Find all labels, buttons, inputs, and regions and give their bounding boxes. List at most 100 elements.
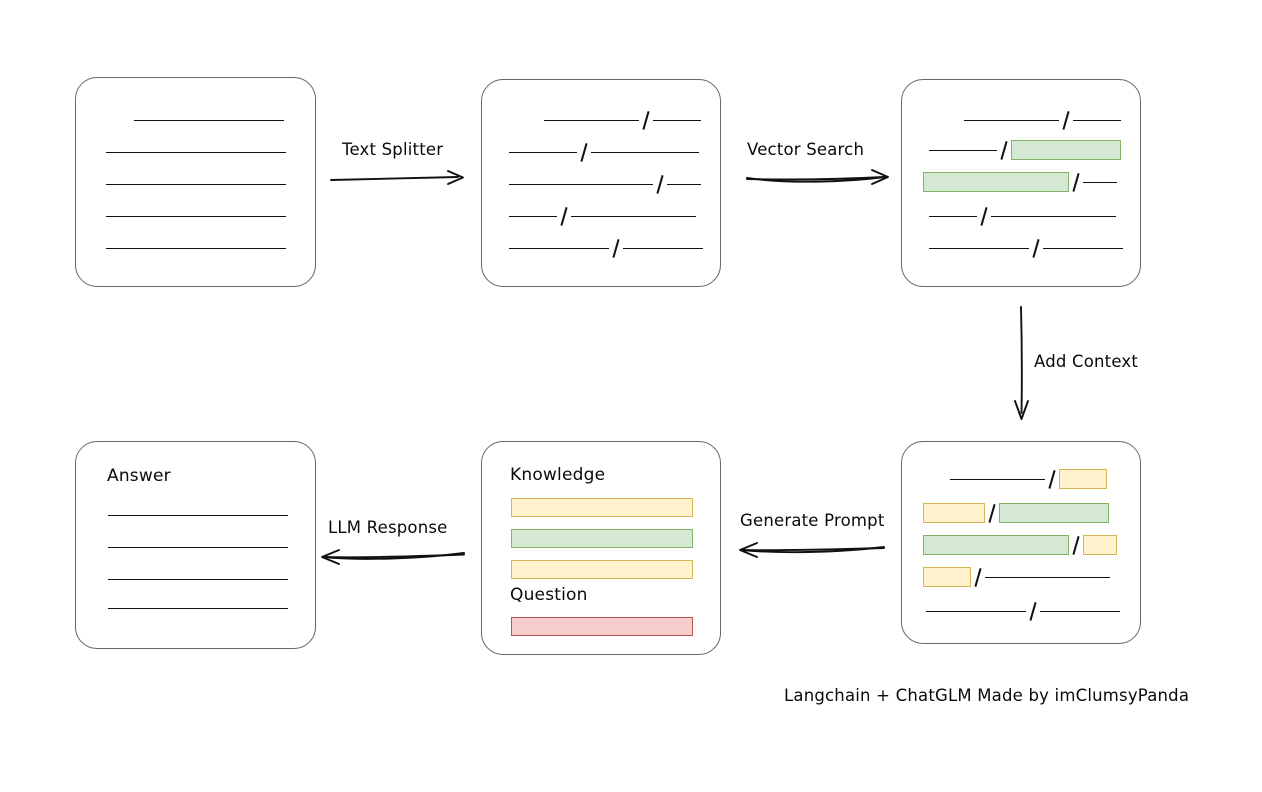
knowledge-bar-green[interactable]	[511, 529, 693, 548]
chunk-chip-yellow[interactable]	[1083, 535, 1117, 555]
text-row	[482, 206, 720, 226]
text-row	[76, 110, 315, 130]
chunk-chip-yellow[interactable]	[923, 567, 971, 587]
slash-separator	[997, 140, 1011, 160]
text-line	[929, 215, 977, 217]
context-chunks-rows	[902, 442, 1140, 643]
knowledge-bar-yellow[interactable]	[511, 560, 693, 579]
arrow-left-icon	[739, 542, 885, 558]
arrow-llm-response: LLM Response	[320, 518, 466, 570]
arrow-down-icon	[1014, 306, 1029, 420]
text-line	[509, 151, 577, 153]
split-chunks-rows	[482, 80, 720, 286]
chunk-chip-green[interactable]	[999, 503, 1109, 523]
slash-separator	[1059, 110, 1073, 130]
text-row	[76, 142, 315, 162]
text-line	[106, 215, 286, 217]
node-prompt[interactable]: Knowledge Question	[481, 441, 721, 655]
text-row	[902, 140, 1140, 160]
arrow-label-text-splitter: Text Splitter	[342, 140, 444, 159]
chunk-chip-green[interactable]	[1011, 140, 1121, 160]
text-row	[902, 503, 1140, 523]
text-line	[591, 151, 699, 153]
text-line	[653, 119, 701, 121]
text-line	[106, 151, 286, 153]
arrow-add-context: Add Context	[1008, 305, 1158, 423]
text-line	[571, 215, 696, 217]
text-row	[902, 206, 1140, 226]
text-row	[482, 174, 720, 194]
text-row	[482, 142, 720, 162]
answer-line	[108, 579, 288, 580]
node-source-document[interactable]	[75, 77, 316, 287]
text-row	[482, 238, 720, 258]
text-line	[106, 183, 286, 185]
text-line	[964, 119, 1059, 121]
chunk-chip-yellow[interactable]	[1059, 469, 1107, 489]
arrow-label-vector-search: Vector Search	[747, 140, 865, 159]
text-row	[902, 535, 1140, 555]
question-bar-red[interactable]	[511, 617, 693, 636]
text-line	[926, 610, 1026, 612]
arrow-vector-search: Vector Search	[745, 140, 890, 190]
arrow-right-icon	[746, 169, 889, 185]
answer-label: Answer	[107, 466, 171, 486]
node-split-chunks[interactable]	[481, 79, 721, 287]
slash-separator	[609, 238, 623, 258]
slash-separator	[1029, 238, 1043, 258]
slash-separator	[557, 206, 571, 226]
arrow-label-generate-prompt: Generate Prompt	[740, 511, 885, 530]
slash-separator	[971, 567, 985, 587]
arrow-left-icon	[321, 549, 465, 565]
text-line	[929, 247, 1029, 249]
question-label: Question	[510, 585, 588, 605]
chunk-chip-yellow[interactable]	[923, 503, 985, 523]
node-answer[interactable]: Answer	[75, 441, 316, 649]
answer-line	[108, 547, 288, 548]
chunk-chip-green[interactable]	[923, 535, 1069, 555]
source-document-rows	[76, 78, 315, 286]
text-line	[544, 119, 639, 121]
slash-separator	[653, 174, 667, 194]
text-row	[902, 238, 1140, 258]
text-line	[623, 247, 703, 249]
knowledge-label: Knowledge	[510, 465, 606, 485]
answer-line	[108, 608, 288, 609]
arrow-generate-prompt: Generate Prompt	[738, 511, 886, 563]
answer-line	[108, 515, 288, 516]
slash-separator	[985, 503, 999, 523]
text-line	[1073, 119, 1121, 121]
credit-text: Langchain + ChatGLM Made by imClumsyPand…	[784, 686, 1190, 705]
node-context-chunks[interactable]	[901, 441, 1141, 644]
arrow-label-add-context: Add Context	[1034, 352, 1139, 371]
text-line	[1040, 610, 1120, 612]
text-line	[1083, 181, 1117, 183]
text-line	[950, 478, 1045, 480]
slash-separator	[1026, 601, 1040, 621]
text-line	[134, 119, 284, 121]
slash-separator	[1045, 469, 1059, 489]
text-row	[902, 110, 1140, 130]
arrow-text-splitter: Text Splitter	[330, 140, 466, 190]
knowledge-bar-yellow[interactable]	[511, 498, 693, 517]
text-line	[985, 576, 1110, 578]
text-line	[1043, 247, 1123, 249]
arrow-label-llm-response: LLM Response	[328, 518, 448, 537]
slash-separator	[577, 142, 591, 162]
slash-separator	[977, 206, 991, 226]
text-line	[509, 183, 653, 185]
text-row	[482, 110, 720, 130]
text-row	[76, 174, 315, 194]
arrow-right-icon	[330, 170, 464, 185]
chunk-chip-green[interactable]	[923, 172, 1069, 192]
text-line	[106, 247, 286, 249]
text-line	[991, 215, 1116, 217]
matched-chunks-rows	[902, 80, 1140, 286]
text-line	[509, 247, 609, 249]
text-row	[902, 601, 1140, 621]
slash-separator	[1069, 172, 1083, 192]
text-line	[667, 183, 701, 185]
node-matched-chunks[interactable]	[901, 79, 1141, 287]
text-line	[929, 149, 997, 151]
